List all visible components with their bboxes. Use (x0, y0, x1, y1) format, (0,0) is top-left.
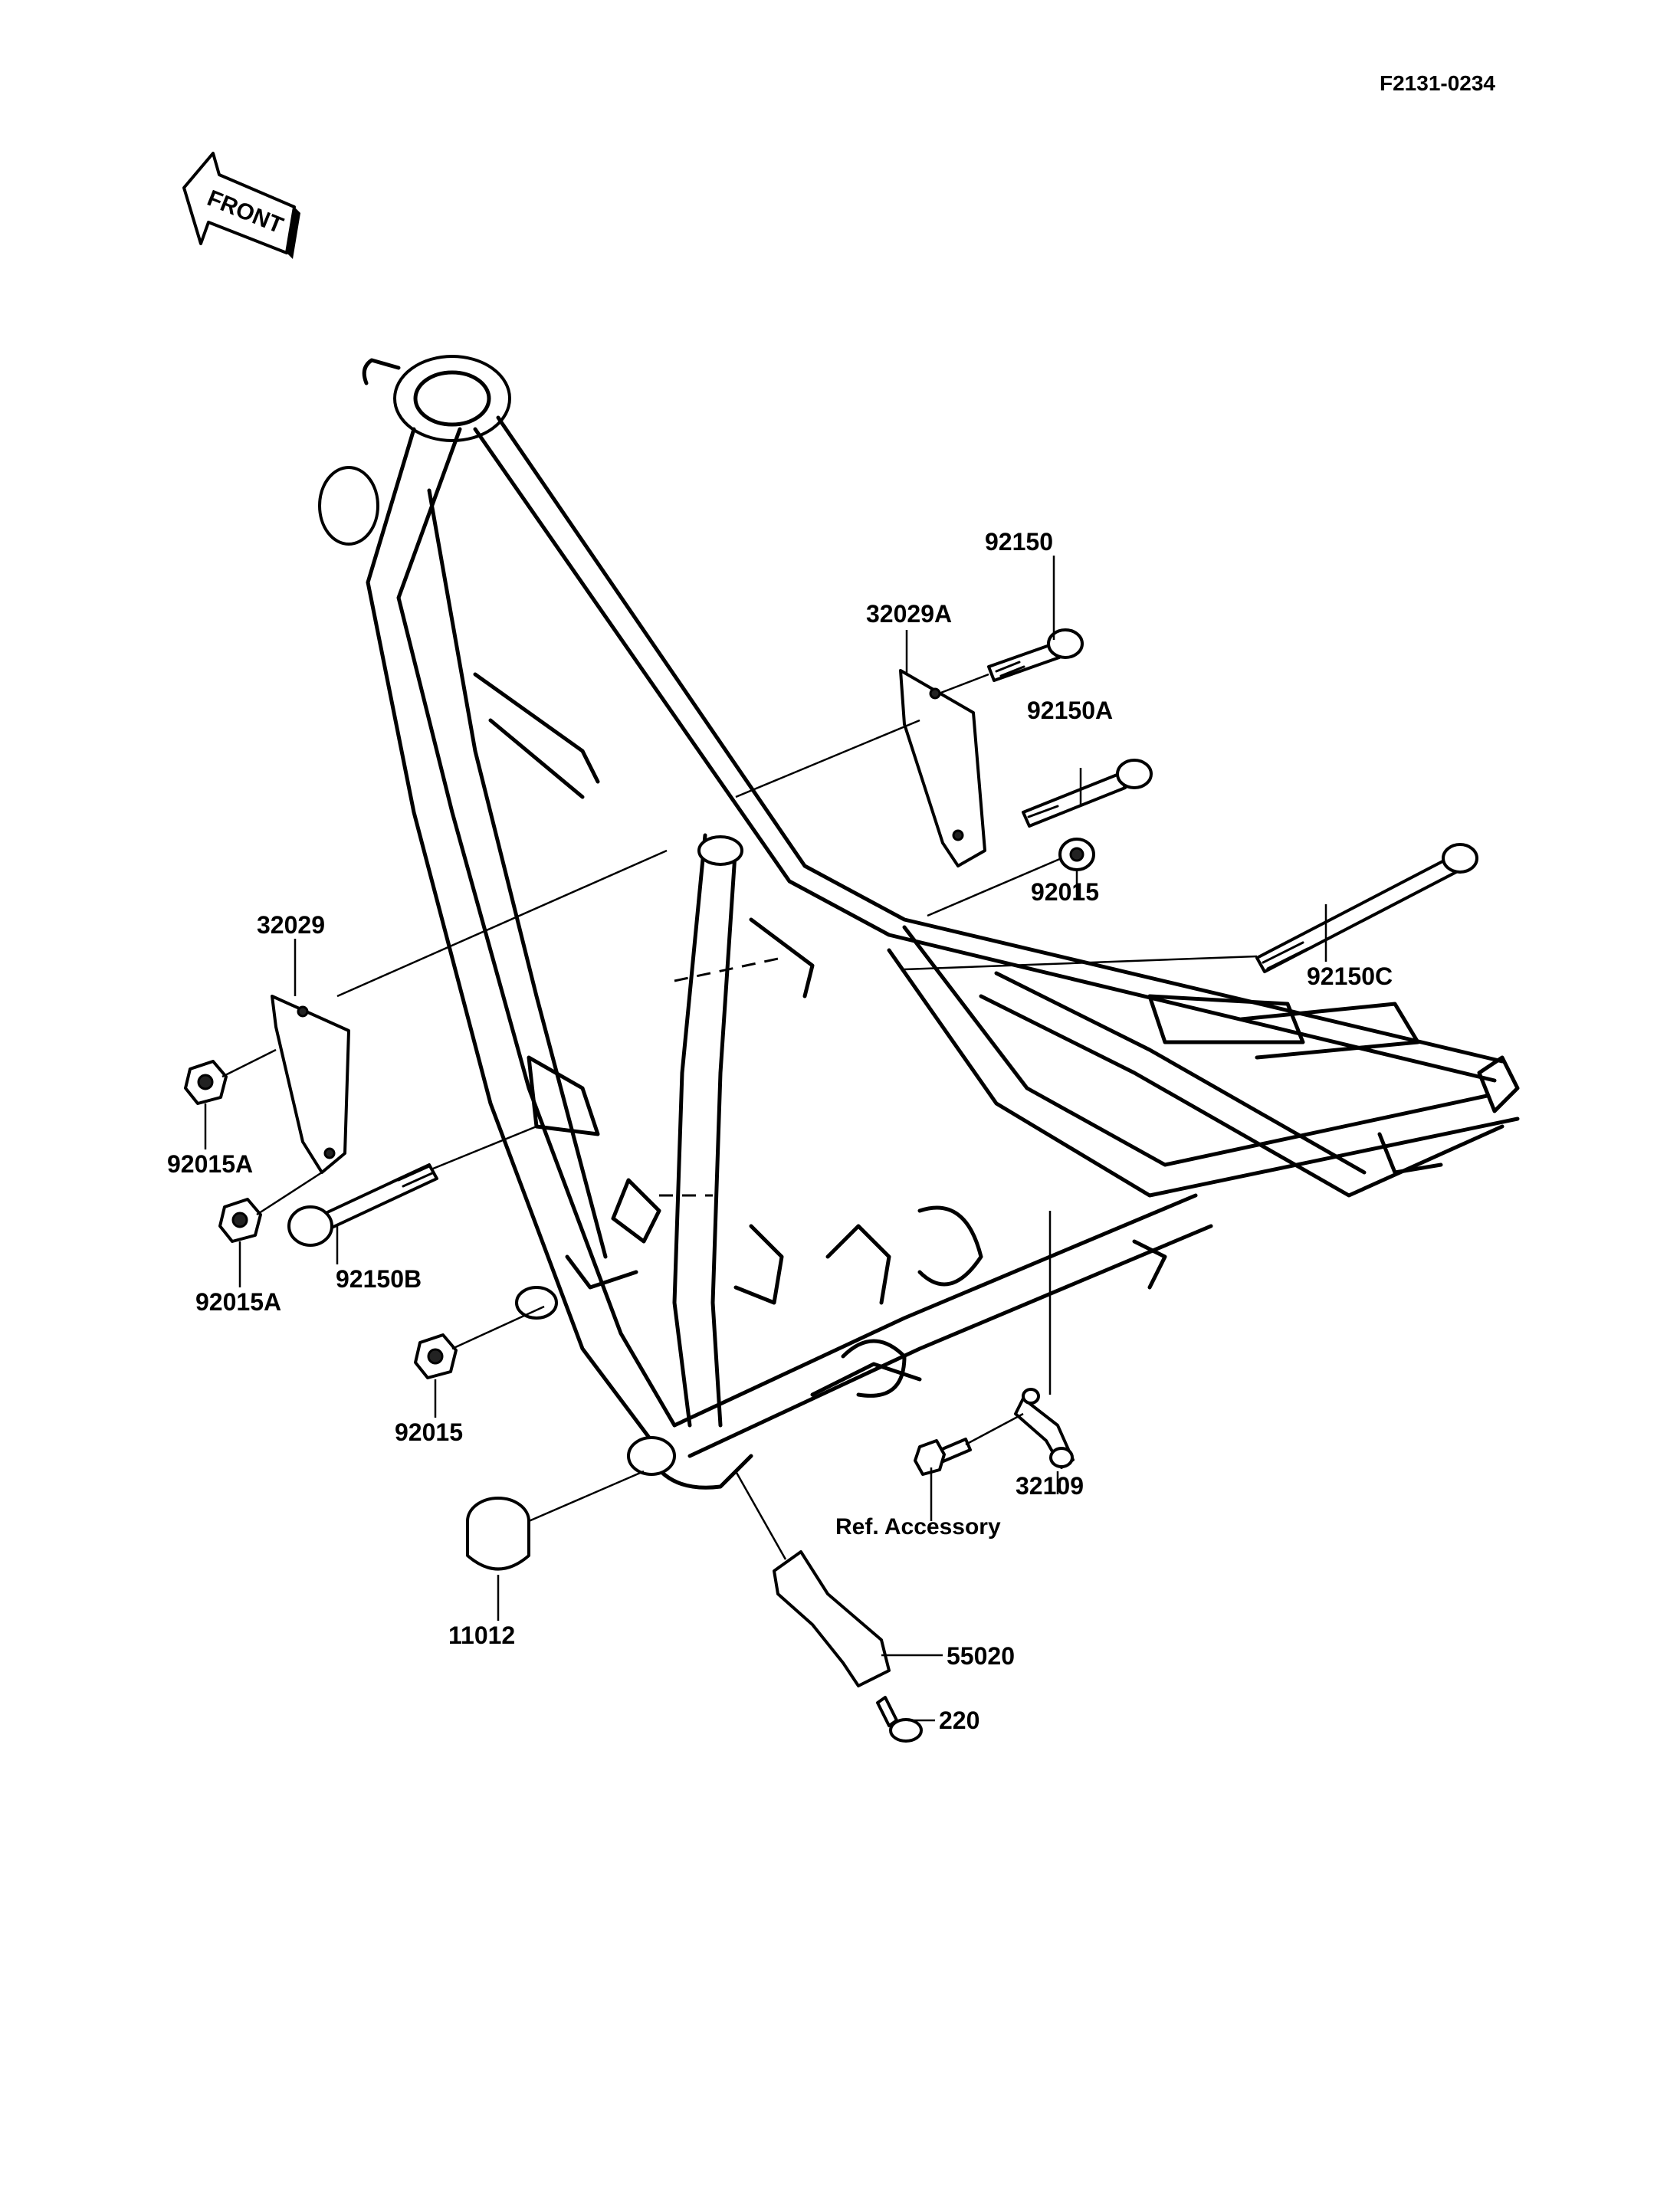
diagram-code: F2131-0234 (1380, 71, 1495, 95)
guard-55020 (773, 1550, 891, 1687)
label-92150: 92150 (985, 528, 1053, 556)
label-92015-top: 92015 (1031, 878, 1099, 906)
washer-92015-top-icon (1058, 838, 1095, 871)
label-92015a-upper: 92015A (167, 1150, 253, 1178)
front-arrow-icon: FRONT (182, 152, 300, 259)
cap-11012-icon (466, 1497, 530, 1571)
label-92150c: 92150C (1307, 962, 1393, 990)
bracket-32109-icon (1014, 1388, 1075, 1469)
bolt-92150b-icon (287, 1163, 438, 1247)
label-32029: 32029 (257, 911, 325, 939)
label-32029a: 32029A (866, 600, 952, 628)
bolt-ref-accessory-icon (914, 1438, 972, 1476)
label-ref-accessory: Ref. Accessory (835, 1514, 1001, 1540)
label-55020: 55020 (947, 1642, 1015, 1670)
label-92015-bottom: 92015 (395, 1418, 463, 1446)
label-92150a: 92150A (1027, 697, 1113, 724)
label-220: 220 (939, 1707, 979, 1734)
nut-92015a-upper-icon (184, 1060, 228, 1105)
leader-lines (204, 556, 1327, 1722)
bracket-32029a (899, 669, 986, 867)
bracket-32029 (271, 995, 350, 1174)
nut-92015-bottom-icon (414, 1333, 458, 1379)
label-92150b: 92150B (336, 1265, 422, 1293)
bolt-92150-icon (987, 628, 1084, 682)
bolt-92150a-icon (1022, 759, 1153, 828)
label-92015a-lower: 92015A (195, 1288, 281, 1316)
label-11012: 11012 (448, 1622, 515, 1649)
bolt-92150c-icon (1255, 843, 1478, 973)
screw-220-icon (876, 1696, 923, 1743)
motorcycle-frame (318, 355, 1520, 1490)
part-labels: 92150 32029A 92150A 92015 92150C 32029 9… (167, 528, 1393, 1734)
label-32109: 32109 (1016, 1472, 1084, 1500)
nut-92015a-lower-icon (218, 1198, 262, 1243)
